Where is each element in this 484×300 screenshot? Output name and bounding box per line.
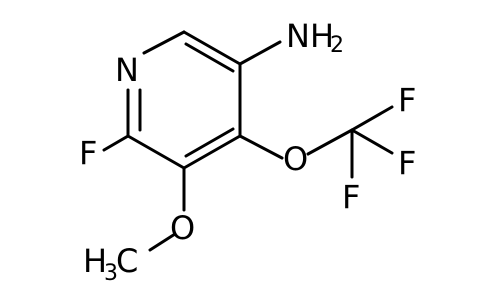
bond-c3-c2 bbox=[126, 134, 186, 170]
atom-n1: N bbox=[115, 51, 139, 89]
bond-c4-o bbox=[238, 134, 284, 160]
bond-c6-n1 bbox=[142, 30, 186, 55]
atom-f3: F bbox=[342, 178, 360, 216]
atom-methyl-sub: 3 bbox=[104, 261, 118, 286]
bond-c4-c3-double bbox=[184, 127, 235, 158]
bond-c2-f bbox=[102, 134, 130, 152]
atom-methyl-c: C bbox=[116, 242, 138, 280]
bond-c4-c3 bbox=[182, 134, 242, 170]
bond-c5-nh2 bbox=[238, 40, 282, 66]
atom-o-ocf3: O bbox=[283, 140, 308, 178]
bond-c6-c5 bbox=[182, 30, 242, 66]
atom-nh2-sub: 2 bbox=[330, 33, 344, 58]
bond-c-f2 bbox=[350, 128, 394, 155]
atom-nh2: NH bbox=[286, 17, 334, 55]
bond-c-f1 bbox=[350, 105, 394, 132]
bond-c6-c5-double bbox=[184, 42, 235, 73]
atom-methyl-h: H bbox=[83, 242, 107, 280]
atom-o-methoxy: O bbox=[170, 209, 195, 247]
atom-f1: F bbox=[398, 81, 416, 119]
atom-f2: F bbox=[398, 144, 416, 182]
bond-o-cf3 bbox=[306, 128, 354, 156]
atom-f-ring: F bbox=[79, 134, 97, 172]
bond-o-ch3 bbox=[148, 232, 177, 252]
